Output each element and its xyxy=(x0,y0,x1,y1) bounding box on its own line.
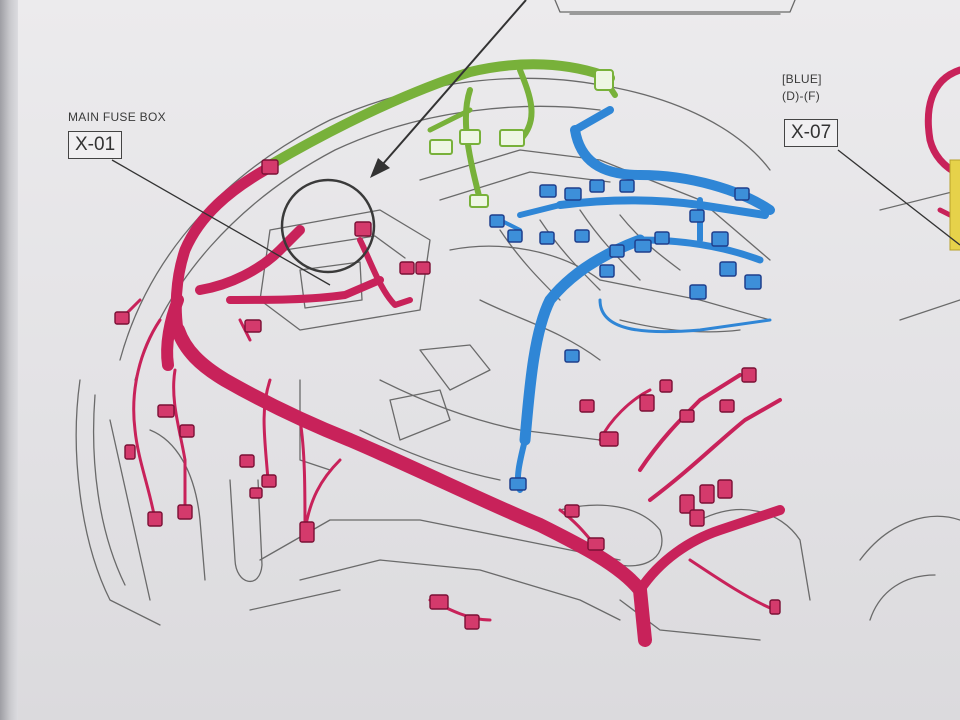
x01-leader-line xyxy=(111,159,331,286)
engine-bay-line-art xyxy=(75,0,960,641)
main-fuse-box-label: MAIN FUSE BOX xyxy=(68,110,166,124)
x-01-code-box: X-01 xyxy=(68,131,123,159)
page-binding-edge xyxy=(0,0,18,720)
red-connectors xyxy=(114,159,781,630)
x07-leader-line xyxy=(837,149,960,246)
connector-range-label: (D)-(F) xyxy=(782,89,821,103)
red-harness xyxy=(118,164,785,647)
highlight-circle-icon xyxy=(280,178,376,274)
green-connectors xyxy=(429,69,614,208)
x-07-code-box: X-07 xyxy=(784,119,839,147)
blue-color-tag: [BLUE] xyxy=(782,72,822,86)
blue-connectors xyxy=(489,179,762,491)
leader-arrow-icon xyxy=(370,0,527,178)
adjacent-figure-fragment xyxy=(924,66,960,251)
